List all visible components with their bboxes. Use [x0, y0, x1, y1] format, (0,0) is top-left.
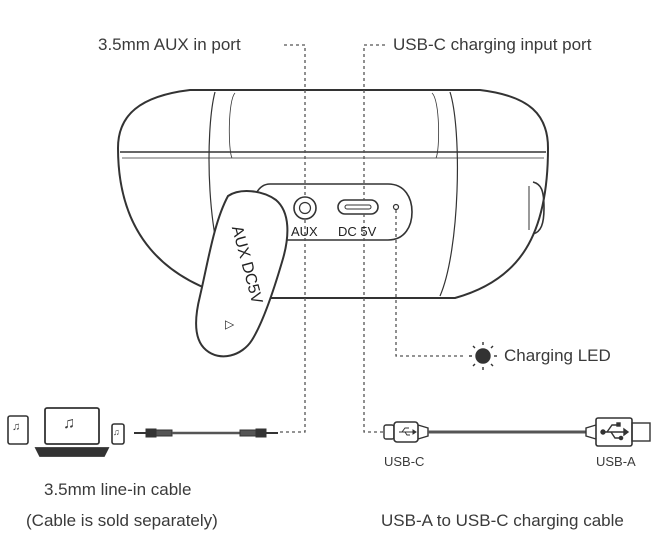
aux-port-label: 3.5mm AUX in port — [98, 35, 241, 54]
side-button — [528, 181, 545, 235]
usb-symbol-icon — [399, 427, 417, 436]
usbc-plug-label: USB-C — [384, 454, 425, 469]
port-dc-label: DC 5V — [338, 224, 377, 239]
tablet-icon — [7, 415, 29, 445]
line-in-cable — [134, 428, 278, 438]
line-in-cable-label: 3.5mm line-in cable — [44, 480, 192, 499]
laptop-icon — [34, 407, 110, 457]
music-note-icon: ♫ — [63, 415, 75, 432]
aux-jack — [293, 196, 317, 220]
port-aux-label: AUX — [291, 224, 318, 239]
sun-led-icon — [469, 342, 497, 370]
cover-arrow: △ — [223, 320, 238, 330]
usba-plug-label: USB-A — [596, 454, 636, 469]
usbc-port-label: USB-C charging input port — [393, 35, 592, 54]
usb-symbol-icon — [600, 422, 630, 441]
charging-led-label: Charging LED — [504, 346, 611, 365]
usbc-port — [337, 199, 379, 215]
phone-icon — [111, 423, 125, 445]
speaker-body — [117, 89, 549, 299]
music-note-icon: ♫ — [12, 421, 21, 433]
music-note-icon: ♫ — [113, 427, 120, 437]
line-in-note: (Cable is sold separately) — [26, 511, 218, 530]
port-cover — [195, 190, 289, 358]
charging-cable-label: USB-A to USB-C charging cable — [381, 511, 624, 530]
led-hole — [392, 203, 400, 211]
leader-lines — [278, 44, 466, 433]
